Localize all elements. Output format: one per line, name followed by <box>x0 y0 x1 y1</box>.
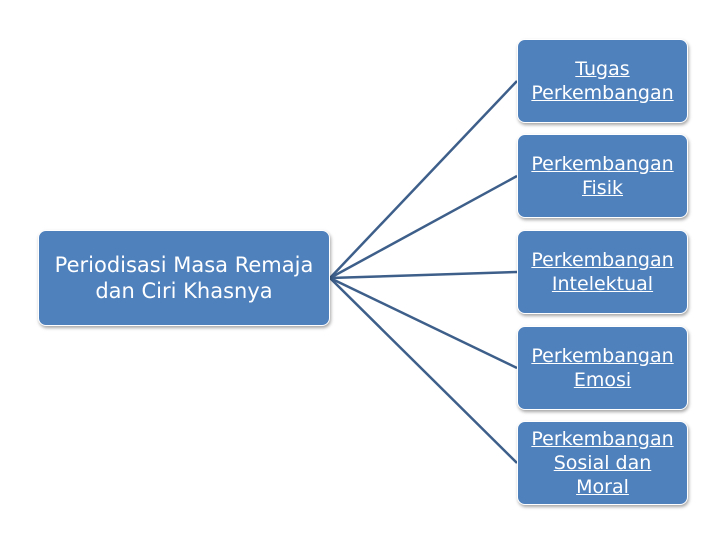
root-node-box: Periodisasi Masa Remaja dan Ciri Khasnya <box>38 230 330 326</box>
connector-line-sosial <box>329 277 518 464</box>
child-node-perkembangan-intelektual[interactable]: Perkembangan Intelektual <box>517 230 688 314</box>
root-node-label: Periodisasi Masa Remaja dan Ciri Khasnya <box>54 253 314 303</box>
child-node-link-perkembangan-sosial-moral[interactable]: Perkembangan Sosial dan Moral <box>531 428 674 498</box>
child-node-perkembangan-sosial-moral[interactable]: Perkembangan Sosial dan Moral <box>517 421 688 505</box>
child-node-perkembangan-emosi[interactable]: Perkembangan Emosi <box>517 326 688 410</box>
child-node-perkembangan-fisik[interactable]: Perkembangan Fisik <box>517 134 688 218</box>
child-node-link-tugas-perkembangan[interactable]: Tugas Perkembangan <box>531 58 674 104</box>
child-node-link-perkembangan-fisik[interactable]: Perkembangan Fisik <box>531 153 674 199</box>
child-node-link-perkembangan-intelektual[interactable]: Perkembangan Intelektual <box>531 249 674 295</box>
connector-line-fisik <box>329 174 518 280</box>
connector-line-tugas <box>329 80 518 279</box>
connector-line-emosi <box>329 276 518 370</box>
connector-line-intelektual <box>329 270 518 280</box>
child-node-tugas-perkembangan[interactable]: Tugas Perkembangan <box>517 39 688 123</box>
child-node-link-perkembangan-emosi[interactable]: Perkembangan Emosi <box>531 345 674 391</box>
